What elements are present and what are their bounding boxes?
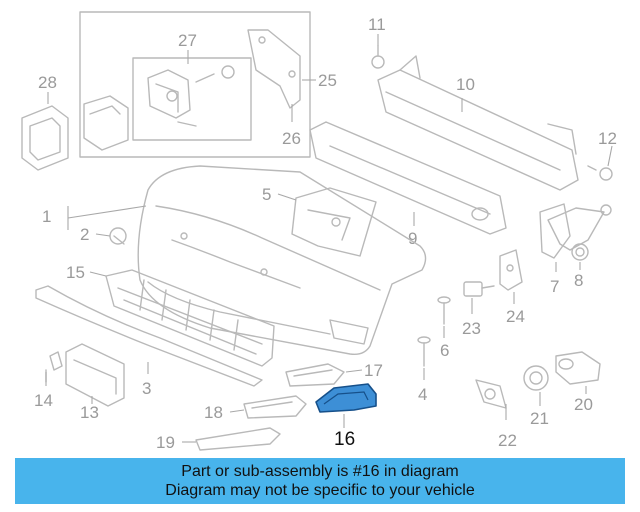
part-6-screw[interactable] [437,296,451,325]
callout-4: 4 [418,385,427,404]
callout-28: 28 [38,73,57,92]
callout-22: 22 [498,431,517,450]
part-27-sensor-bracket[interactable] [147,65,235,127]
callout-6: 6 [440,341,449,360]
info-banner: Part or sub-assembly is #16 in diagram D… [15,458,625,504]
callout-8: 8 [574,271,583,290]
banner-line-1: Part or sub-assembly is #16 in diagram [181,463,459,480]
part-7-side-bracket[interactable] [539,203,571,259]
part-2-plug[interactable] [109,227,127,245]
callout-1: 1 [42,207,51,226]
part-9-energy-absorber[interactable] [309,121,507,235]
part-18-bezel[interactable] [243,395,307,419]
part-3-lower-spoiler[interactable] [35,285,263,387]
callout-3: 3 [142,379,151,398]
callout-16: 16 [334,429,355,450]
part-20-parking-sensor[interactable] [555,351,601,385]
callout-19: 19 [156,433,175,452]
callout-7: 7 [550,277,559,296]
part-28-control-module[interactable] [21,95,129,171]
callout-5: 5 [262,185,271,204]
group-box-outer [79,11,311,158]
part-12-bolt[interactable] [587,165,613,181]
part-24-guide-bracket[interactable] [499,249,523,291]
callout-13: 13 [80,403,99,422]
part-25-bracket[interactable] [247,29,301,109]
part-1-bumper-cover[interactable] [137,165,427,356]
callout-2: 2 [80,225,89,244]
callout-14: 14 [34,391,53,410]
callout-9: 9 [408,229,417,248]
part-8-mounting-bracket[interactable] [547,204,612,261]
callout-27: 27 [178,31,197,50]
callout-20: 20 [574,395,593,414]
callout-26: 26 [282,129,301,148]
part-23-clip[interactable] [463,281,495,297]
part-11-bolt[interactable] [371,45,385,69]
part-17-bezel[interactable] [285,363,345,387]
callout-25: 25 [318,71,337,90]
callout-15: 15 [66,263,85,282]
callout-10: 10 [456,75,475,94]
callout-11: 11 [368,15,386,34]
callout-24: 24 [506,307,525,326]
callout-12: 12 [598,129,617,148]
part-10-reinforcement-bar[interactable] [377,55,579,191]
group-box-inner [132,57,252,141]
part-14-clip[interactable] [45,351,63,383]
callout-21: 21 [530,409,549,428]
part-16-trim-highlighted[interactable] [315,383,377,413]
callout-23: 23 [462,319,481,338]
callout-17: 17 [364,361,383,380]
callout-18: 18 [204,403,223,422]
part-5-bracket[interactable] [291,187,377,257]
part-22-sensor-bracket[interactable] [475,379,507,409]
part-19-trim-strip[interactable] [195,427,281,451]
banner-line-2: Diagram may not be specific to your vehi… [165,482,475,499]
part-13-license-bracket[interactable] [65,343,125,407]
part-21-grommet[interactable] [523,365,549,391]
part-15-lower-grille[interactable] [105,269,275,367]
part-4-screw[interactable] [417,336,431,367]
